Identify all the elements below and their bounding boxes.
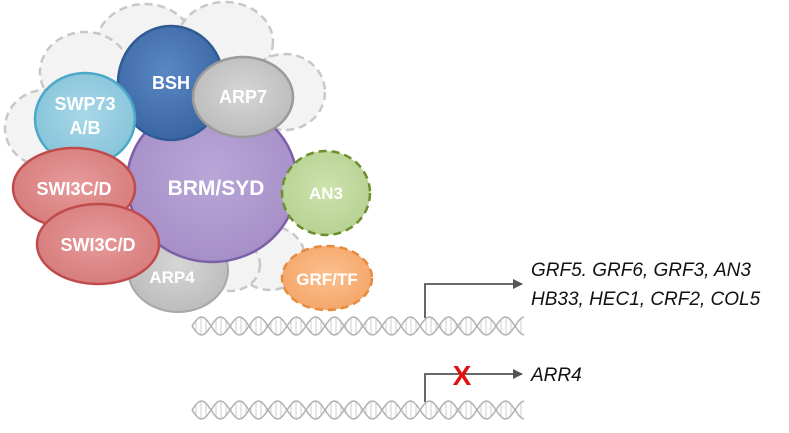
grf-tf-label: GRF/TF (296, 270, 357, 289)
block-x-mark: X (453, 360, 472, 391)
arp7-label: ARP7 (219, 87, 267, 107)
dna-strand (191, 400, 525, 420)
swi3c-upper-label: SWI3C/D (36, 179, 111, 199)
arp7-subunit: ARP7 (191, 55, 295, 139)
swp73-label-line2: A/B (70, 118, 101, 138)
repressed-gene-label: ARR4 (530, 365, 582, 386)
an3-factor: AN3 (280, 149, 372, 237)
activated-genes-line1: GRF5. GRF6, GRF3, AN3 (531, 260, 751, 281)
grf-tf-factor: GRF/TF (280, 244, 374, 312)
arp4-label: ARP4 (149, 268, 195, 287)
dna-strand (191, 400, 525, 420)
dna-strand (191, 316, 525, 336)
bsh-label: BSH (152, 73, 190, 93)
activated-genes-line2: HB33, HEC1, CRF2, COL5 (531, 289, 761, 310)
brm-syd-label: BRM/SYD (168, 177, 265, 200)
an3-label: AN3 (309, 184, 343, 203)
dna-helix-lower (191, 400, 525, 420)
dna-strand (191, 316, 525, 336)
swp73-label-line1: SWP73 (54, 94, 115, 114)
swi3c-lower-label: SWI3C/D (60, 235, 135, 255)
repression-arrow (424, 369, 523, 402)
dna-helix-upper (191, 316, 525, 336)
swi3c-lower-subunit: SWI3C/D (35, 202, 161, 286)
activation-arrow (424, 279, 523, 318)
